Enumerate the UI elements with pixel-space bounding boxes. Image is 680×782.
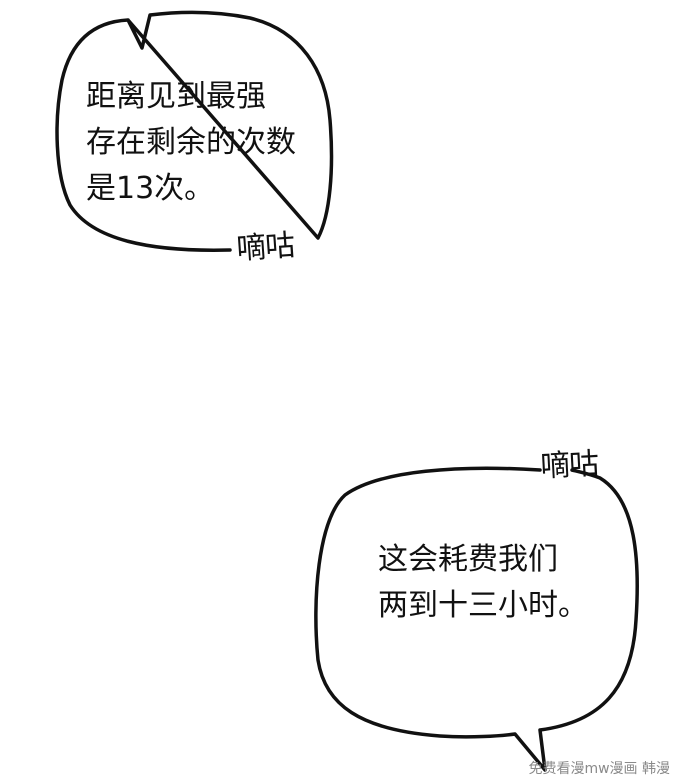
speech-line: 这会耗费我们	[378, 542, 558, 577]
speech-text-top: 距离见到最强 存在剩余的次数 是13次。	[86, 74, 296, 212]
speech-line: 存在剩余的次数	[86, 125, 296, 160]
sound-effect-top: 嘀咕	[235, 228, 296, 267]
watermark: 免费看漫mw漫画 韩漫	[528, 761, 670, 777]
speech-line: 距离见到最强	[86, 79, 266, 114]
speech-line: 是13次。	[86, 171, 215, 206]
speech-line: 两到十三小时。	[378, 588, 588, 623]
sound-effect-bottom: 嘀咕	[539, 446, 600, 485]
speech-text-bottom: 这会耗费我们 两到十三小时。	[378, 537, 588, 629]
